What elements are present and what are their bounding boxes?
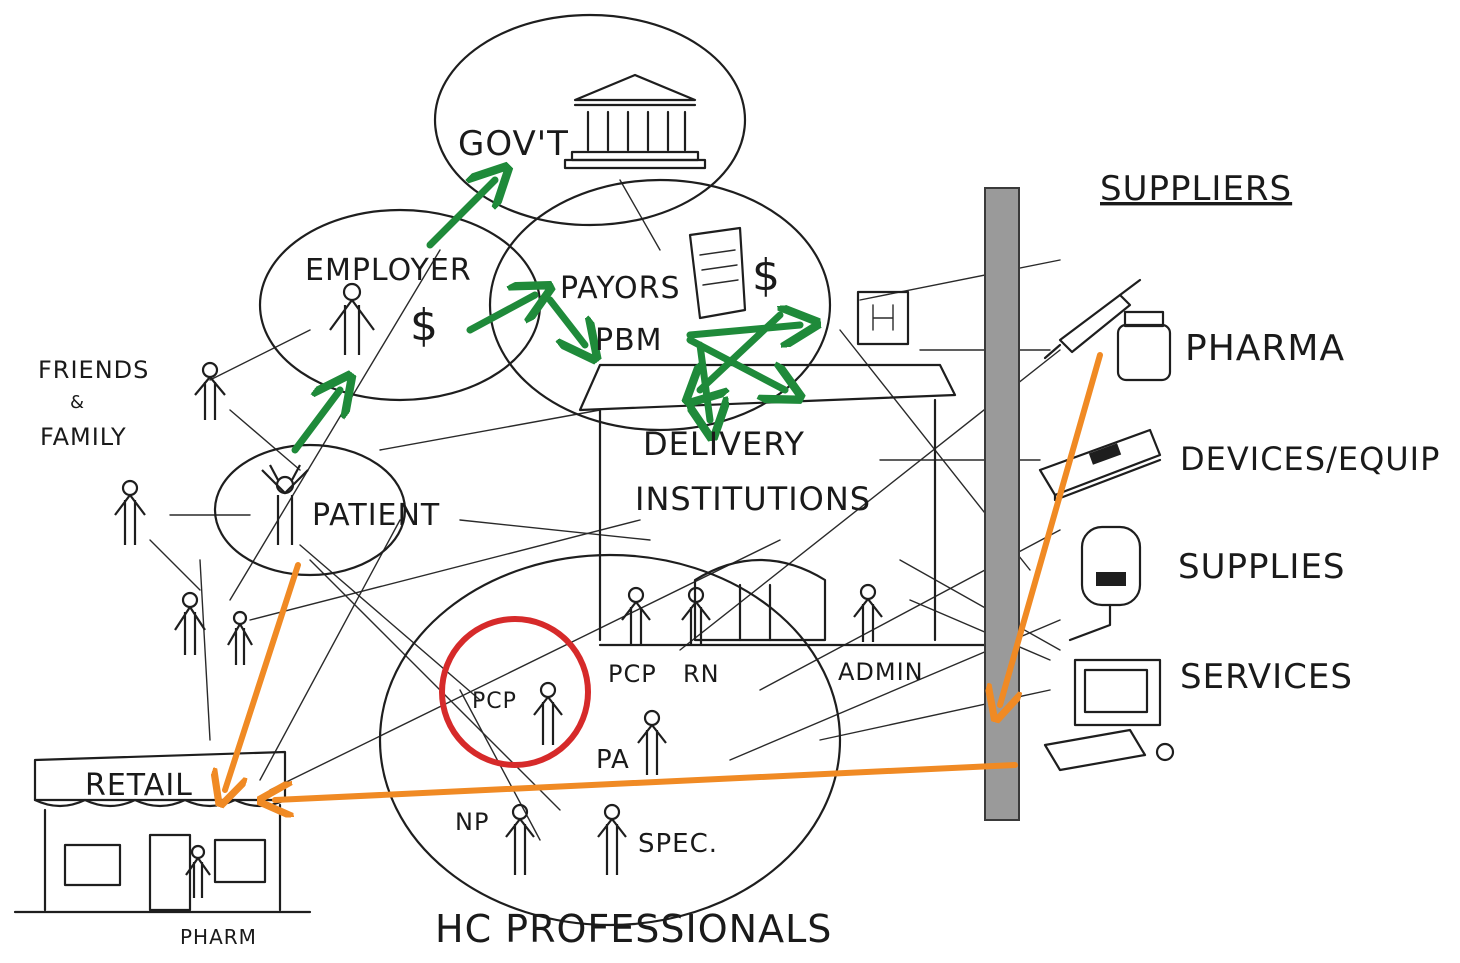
services-label: SERVICES bbox=[1180, 657, 1353, 697]
patient-person-icon bbox=[261, 464, 309, 545]
rn-label: RN bbox=[683, 660, 720, 688]
devices-label: DEVICES/EQUIP bbox=[1180, 440, 1440, 478]
people-icons bbox=[114, 282, 883, 898]
hospital-building-icon bbox=[578, 290, 1012, 647]
employer-dollar-label: $ bbox=[410, 300, 439, 351]
pcp-highlight-circle bbox=[439, 616, 591, 768]
pcp-staff-icon bbox=[621, 586, 651, 645]
govt-label: GOV'T bbox=[458, 124, 569, 164]
pcp-label: PCP bbox=[608, 660, 657, 688]
ampersand-label: & bbox=[70, 392, 85, 413]
payors-circle bbox=[488, 178, 832, 432]
invoice-icon bbox=[688, 226, 747, 320]
pharm-label: PHARM bbox=[180, 925, 257, 949]
govt-circle bbox=[433, 13, 747, 227]
supplier-wall bbox=[984, 187, 1020, 821]
supplies-bag-icon bbox=[1068, 525, 1142, 642]
green-flow-arrows bbox=[291, 180, 800, 454]
patient-label: PATIENT bbox=[312, 498, 440, 533]
employer-label: EMPLOYER bbox=[305, 253, 472, 288]
orange-flow-arrows bbox=[225, 352, 1103, 800]
retail-person-icon bbox=[185, 844, 211, 898]
group-person-icon-1 bbox=[174, 591, 206, 655]
pa-label: PA bbox=[596, 745, 630, 775]
text-labels: GOV'T EMPLOYER $ PAYORS PBM $ FRIENDS & … bbox=[38, 124, 1440, 951]
pa-person-icon bbox=[637, 709, 667, 775]
supplies-label: SUPPLIES bbox=[1178, 547, 1346, 587]
pill-bottle-icon bbox=[1116, 310, 1172, 382]
admin-label: ADMIN bbox=[838, 658, 924, 686]
pbm-label: PBM bbox=[595, 323, 663, 358]
rn-staff-icon bbox=[681, 586, 711, 645]
employer-person-icon bbox=[329, 282, 375, 355]
pcp-person-icon bbox=[533, 681, 563, 745]
np-label: NP bbox=[455, 808, 489, 836]
retail-label: RETAIL bbox=[85, 768, 193, 803]
pcp-circle-label: PCP bbox=[472, 689, 517, 714]
friend-person-icon bbox=[194, 361, 226, 420]
employer-circle bbox=[258, 208, 542, 402]
group-person-icon-2 bbox=[227, 610, 253, 665]
patient-circle bbox=[213, 443, 407, 577]
np-person-icon bbox=[505, 803, 535, 875]
device-equipment-icon bbox=[1038, 428, 1162, 502]
family-person-icon bbox=[114, 479, 146, 545]
pharma-label: PHARMA bbox=[1185, 328, 1345, 369]
institutions-label: INSTITUTIONS bbox=[635, 480, 871, 518]
admin-staff-icon bbox=[853, 583, 883, 642]
suppliers-label: SUPPLIERS bbox=[1100, 169, 1292, 209]
computer-icon bbox=[1043, 658, 1175, 772]
family-label: FAMILY bbox=[40, 423, 127, 451]
government-building-icon bbox=[563, 73, 707, 170]
payors-dollar-label: $ bbox=[752, 250, 781, 301]
spec-label: SPEC. bbox=[638, 829, 718, 859]
spec-person-icon bbox=[597, 803, 627, 875]
hc-professionals-label: HC PROFESSIONALS bbox=[435, 907, 832, 951]
delivery-label: DELIVERY bbox=[643, 425, 805, 463]
payors-label: PAYORS bbox=[560, 271, 681, 306]
hc-professionals-circle bbox=[378, 553, 842, 927]
friends-label: FRIENDS bbox=[38, 356, 149, 384]
syringe-icon bbox=[1043, 278, 1142, 360]
